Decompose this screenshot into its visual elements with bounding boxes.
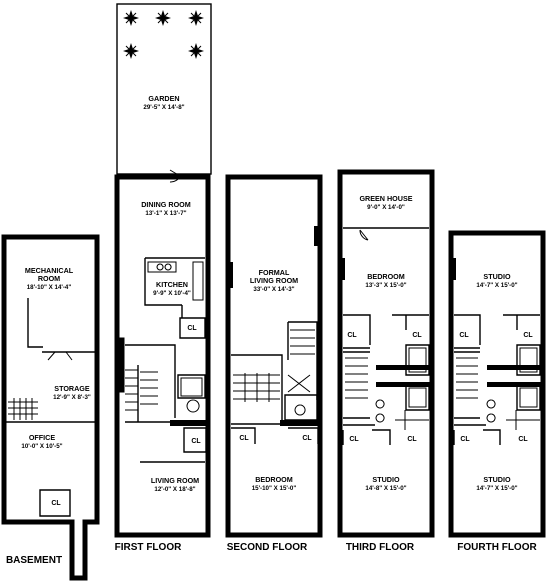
formal-living-room-label-2: LIVING ROOM xyxy=(250,276,298,285)
mechanical-label: MECHANICAL xyxy=(25,266,74,275)
third-floor-bedroom-label: BEDROOM xyxy=(367,272,405,281)
third-floor-closet-label-2: CL xyxy=(412,332,422,339)
tree-icon xyxy=(188,10,204,26)
formal-living-room-dims: 33'-0" X 14'-3" xyxy=(253,286,294,293)
fourth-floor-closet-label-4: CL xyxy=(518,436,528,443)
third-floor-studio-label: STUDIO xyxy=(372,475,400,484)
formal-living-room-label: FORMAL xyxy=(259,268,290,277)
third-floor-studio-dims: 14'-8" X 15'-0" xyxy=(365,485,406,492)
first-floor-label: FIRST FLOOR xyxy=(115,542,182,553)
kitchen-dims: 9'-9" X 10'-4" xyxy=(153,290,191,297)
second-floor-bedroom-dims: 15'-10" X 15'-0" xyxy=(252,485,297,492)
second-floor-closet-right-label: CL xyxy=(302,435,312,442)
second-floor-plan: FORMAL LIVING ROOM 33'-0" X 14'-3" CL CL… xyxy=(225,174,323,553)
basement-floor-label: BASEMENT xyxy=(6,555,62,566)
third-floor-closet-label-1: CL xyxy=(347,332,357,339)
fourth-floor-studio-bottom-dims: 14'-7" X 15'-0" xyxy=(476,485,517,492)
third-floor-bedroom-dims: 13'-3" X 15'-0" xyxy=(365,282,406,289)
mechanical-label-2: ROOM xyxy=(38,274,60,283)
fourth-floor-closet-label-1: CL xyxy=(459,332,469,339)
tree-icon xyxy=(155,10,171,26)
second-floor-label: SECOND FLOOR xyxy=(227,542,308,553)
first-floor-closet-label: CL xyxy=(191,438,201,445)
storage-dims: 12'-9" X 8'-3" xyxy=(53,394,91,401)
tree-icon xyxy=(123,43,139,59)
garden-dims: 29'-5" X 14'-8" xyxy=(143,104,184,111)
kitchen-closet-label: CL xyxy=(187,325,197,332)
kitchen-label: KITCHEN xyxy=(156,280,188,289)
office-dims: 10'-0" X 10'-5" xyxy=(21,443,62,450)
fourth-floor-closet-label-2: CL xyxy=(523,332,533,339)
basement-closet-label: CL xyxy=(51,500,61,507)
green-house-dims: 9'-0" X 14'-0" xyxy=(367,204,405,211)
basement-plan: MECHANICAL ROOM 18'-10" X 14'-4" STORAGE… xyxy=(1,234,100,581)
dining-room-label: DINING ROOM xyxy=(141,200,191,209)
second-floor-closet-left-label: CL xyxy=(239,435,249,442)
third-floor-closet-label-3: CL xyxy=(349,436,359,443)
garden-area: GARDEN 29'-5" X 14'-8" xyxy=(116,3,212,175)
tree-icon xyxy=(123,10,139,26)
first-floor-plan: DINING ROOM 13'-1" X 13'-7" KITCHEN 9'-9… xyxy=(114,169,211,553)
storage-label: STORAGE xyxy=(54,384,90,393)
third-floor-plan: GREEN HOUSE 9'-0" X 14'-0" BEDROOM 13'-3… xyxy=(337,169,435,553)
garden-label: GARDEN xyxy=(148,94,179,103)
fourth-floor-studio-top-dims: 14'-7" X 15'-0" xyxy=(476,282,517,289)
fourth-floor-studio-bottom-label: STUDIO xyxy=(483,475,511,484)
fourth-floor-closet-label-3: CL xyxy=(460,436,470,443)
mechanical-dims: 18'-10" X 14'-4" xyxy=(27,284,72,291)
tree-icons xyxy=(123,10,204,59)
tree-icon xyxy=(188,43,204,59)
fourth-floor-label: FOURTH FLOOR xyxy=(457,542,537,553)
third-floor-closet-label-4: CL xyxy=(407,436,417,443)
third-floor-label: THIRD FLOOR xyxy=(346,542,415,553)
dining-room-dims: 13'-1" X 13'-7" xyxy=(145,210,186,217)
living-room-label: LIVING ROOM xyxy=(151,476,199,485)
fourth-floor-studio-top-label: STUDIO xyxy=(483,272,511,281)
office-label: OFFICE xyxy=(29,433,56,442)
green-house-label: GREEN HOUSE xyxy=(359,194,412,203)
fourth-floor-plan: STUDIO 14'-7" X 15'-0" CL CL CL CL STUDI… xyxy=(448,230,546,553)
second-floor-bedroom-label: BEDROOM xyxy=(255,475,293,484)
living-room-dims: 12'-0" X 18'-8" xyxy=(154,486,195,493)
